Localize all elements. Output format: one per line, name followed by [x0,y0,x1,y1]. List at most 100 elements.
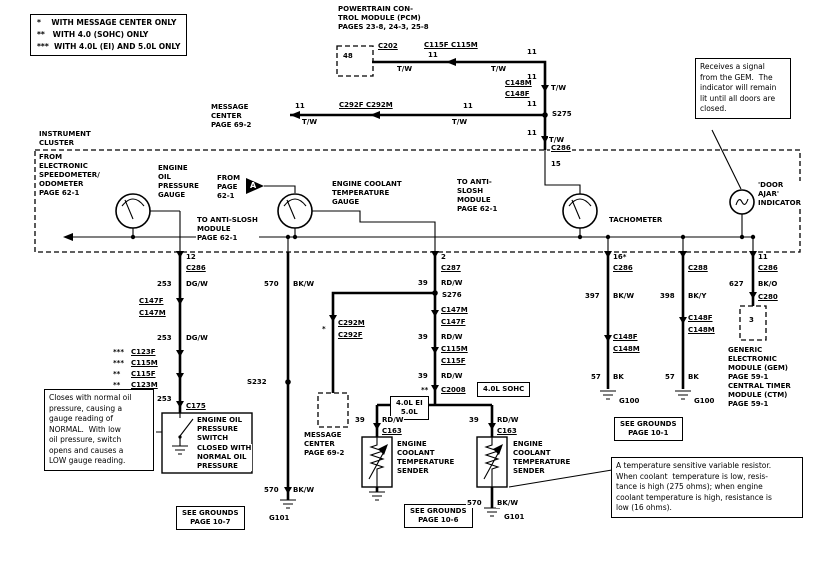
wire-sender-grounds [375,487,494,508]
triangle-a-marker [246,178,264,194]
conn-c147f-2: C147F [440,318,467,327]
from-speedo-label: FROM ELECTRONIC SPEEDOMETER/ ODOMETER PA… [38,153,101,198]
g101-b-label: G101 [503,513,526,522]
cluster-title: INSTRUMENT CLUSTER [38,130,92,148]
gauge-needles [121,198,749,220]
anti-slosh-2: TO ANTI- SLOSH MODULE PAGE 62-1 [456,178,499,214]
wire-11-7: 11 [526,129,538,138]
conn-c147m: C147M [138,309,167,318]
conn-c292f: C292F [337,331,364,340]
conn-c286-f: C286 [757,264,779,273]
oil-switch-label: ENGINE OIL PRESSURE SWITCH [196,416,244,443]
pcm-pin-48: 48 [342,52,354,61]
note-oil-switch: Closes with normal oil pressure, causing… [44,389,154,471]
wire-39-2: 39 [417,333,429,342]
wire-11-4: 11 [526,100,538,109]
junction-dot [739,234,745,240]
wire-dgw-1: DG/W [185,280,209,289]
wire-570-1: 570 [263,280,280,289]
wire-11-5: 11 [294,102,306,111]
wire-tw-1: T/W [396,65,414,74]
tachometer-symbol [562,193,598,229]
pcm-title: POWERTRAIN CON- TROL MODULE (PCM) PAGES … [337,5,430,32]
msg-center-bottom-label: MESSAGE CENTER PAGE 69-2 [303,431,346,458]
gem-label: GENERIC ELECTRONIC MODULE (GEM) PAGE 59-… [727,346,792,409]
wire-rdw-4: RD/W [381,416,405,425]
wire-tw-5: T/W [451,118,469,127]
wire-dgw-2: DG/W [185,334,209,343]
splice-s232-dot [285,379,291,385]
conn-c163-a: C163 [381,427,403,436]
junction-dot [292,234,298,240]
conn-c115f-a: C115F [130,370,157,379]
pcm-connector-box [336,45,374,77]
junction-dot [750,234,756,240]
wire-39-3: 39 [417,372,429,381]
conn-c115m-a: C115M [130,359,159,368]
wire-39-4: 39 [354,416,366,425]
coolant-temp-gauge-symbol [277,193,313,229]
wire-bky-1: BK/Y [687,292,708,301]
splice-s276-dot [432,290,438,296]
oil-pressure-gauge-symbol [115,193,151,229]
conn-c147m-2: C147M [440,306,469,315]
oil-gauge-label: ENGINE OIL PRESSURE GAUGE [157,164,200,200]
cluster-internal-wiring [65,150,754,252]
conn-c163-b: C163 [496,427,518,436]
wire-bko-1: BK/O [757,280,779,289]
mark-c123m: ** [112,381,122,390]
conn-c288: C288 [687,264,709,273]
conn-c280: C280 [757,293,779,302]
g100-b-label: G100 [693,397,716,406]
wire-rdw-2: RD/W [440,333,464,342]
legend: * WITH MESSAGE CENTER ONLY ** WITH 4.0 (… [30,14,188,56]
conn-c115f-2: C115F [440,357,467,366]
junction-dot [680,234,686,240]
wire-rdw-3: RD/W [440,372,464,381]
wire-627: 627 [728,280,745,289]
wire-11-3: 11 [526,73,538,82]
from-page-62-1: FROM PAGE 62-1 [216,174,242,201]
conn-c286-d: C286 [612,264,634,273]
splice-s275-dot [542,112,548,118]
wire-11-6: 11 [462,102,474,111]
pin-11: 11 [757,253,769,262]
wire-rdw-1: RD/W [440,279,464,288]
pin-16: 16* [612,253,628,262]
conn-c286-a: C286 [185,264,207,273]
wire-tw-6: T/W [548,136,566,145]
conn-c202: C202 [377,42,399,51]
mark-c123f: *** [112,348,125,357]
wire-253-3: 253 [156,395,173,404]
box-4-0l-sohc: 4.0L SOHC [477,382,531,397]
mark-c115f: ** [112,370,122,379]
pin-15: 15 [550,160,562,169]
wire-bkw-1: BK/W [292,280,316,289]
conn-c148m-d: C148M [612,345,641,354]
grounds-10-7: SEE GROUNDS PAGE 10-7 [176,506,245,530]
note-door-ajar: Receives a signal from the GEM. The indi… [695,58,791,119]
wire-253-1: 253 [156,280,173,289]
note-temp-sender: A temperature sensitive variable resisto… [611,457,803,518]
conn-c286-top: C286 [550,144,572,153]
junction-dot [605,234,611,240]
wire-bkw-4: BK/W [612,292,636,301]
g100-a-label: G100 [618,397,641,406]
ground-symbols [280,390,691,517]
wire-57-1: 57 [590,373,602,382]
oil-switch-symbol [172,413,194,455]
pin-2: 2 [440,253,447,262]
wire-tw-pcm [372,60,547,150]
wire-tw-3: T/W [550,84,568,93]
wire-tw-4: T/W [301,118,319,127]
grounds-10-1: SEE GROUNDS PAGE 10-1 [614,417,683,441]
anti-slosh-1: TO ANTI-SLOSH MODULE PAGE 62-1 [196,216,259,243]
gem-pin-3: 3 [748,316,755,325]
pin-12: 12 [185,253,197,262]
conn-c115m-2: C115M [440,345,469,354]
wire-292-branch [331,291,435,393]
g101-a-label: G101 [268,514,291,523]
conn-c148m: C148M [504,79,533,88]
